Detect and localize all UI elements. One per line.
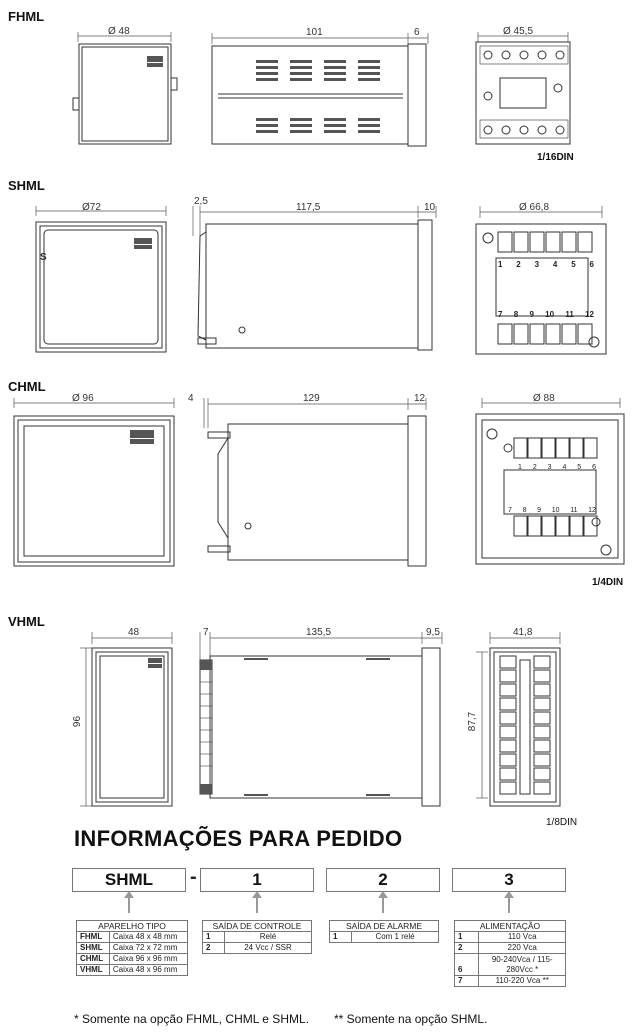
footnote-2: ** Somente na opção SHML. (334, 1012, 488, 1026)
din-label-vhml: 1/8DIN (546, 817, 578, 828)
dim-chml-side-front: 12 (414, 393, 426, 404)
order-code-model: SHML (72, 868, 186, 892)
chml-front-view (10, 398, 180, 573)
arrow-control (252, 891, 262, 913)
model-label-shml: SHML (8, 178, 45, 193)
model-label-vhml: VHML (8, 614, 45, 629)
dim-vhml-front-width: 48 (128, 627, 140, 638)
chml-side-view (198, 398, 438, 573)
arrow-power (504, 891, 514, 913)
chml-rear-view (470, 398, 630, 573)
shml-side-view (190, 206, 440, 361)
order-title: INFORMAÇÕES PARA PEDIDO (74, 826, 403, 851)
table-header: SAÍDA DE ALARME (329, 920, 439, 932)
footnote-1: * Somente na opção FHML, CHML e SHML. (74, 1012, 309, 1026)
shml-rear-view (470, 206, 610, 361)
dim-shml-front-width: Ø72 (82, 202, 101, 213)
dim-chml-front-width: Ø 96 (72, 393, 94, 404)
vhml-rear-view (476, 632, 566, 812)
table-header: ALIMENTAÇÃO (454, 920, 566, 932)
dim-shml-rear-width: Ø 66,8 (519, 202, 550, 213)
order-code-power: 3 (452, 868, 566, 892)
dim-shml-side-back: 2,5 (194, 196, 208, 207)
din-label-chml: 1/4DIN (592, 577, 624, 588)
dim-vhml-side-back: 7 (203, 627, 209, 638)
order-code-dash: - (190, 866, 197, 888)
shml-front-view (30, 206, 170, 361)
arrow-model (124, 891, 134, 913)
model-label-fhml: FHML (8, 9, 45, 24)
dim-fhml-side-length: 101 (306, 27, 323, 38)
din-label-fhml: 1/16DIN (537, 152, 574, 163)
dim-chml-rear-width: Ø 88 (533, 393, 555, 404)
dim-vhml-side-front: 9,5 (426, 627, 440, 638)
dim-shml-side-front: 10 (424, 202, 436, 213)
dim-fhml-front-width: Ø 48 (108, 26, 130, 37)
arrow-alarm (378, 891, 388, 913)
fhml-side-view (208, 30, 438, 150)
order-code-alarm: 2 (326, 868, 440, 892)
vhml-side-view (196, 632, 446, 812)
model-label-chml: CHML (8, 379, 46, 394)
dim-fhml-side-front: 6 (414, 27, 420, 38)
fhml-front-view (70, 30, 180, 150)
table-header: APARELHO TIPO (76, 920, 188, 932)
shml-front-mark: S (40, 252, 47, 263)
dim-fhml-rear-width: Ø 45,5 (503, 26, 534, 37)
dim-chml-side-back: 4 (188, 393, 194, 404)
order-code-control: 1 (200, 868, 314, 892)
fhml-rear-view (470, 30, 580, 150)
dim-vhml-side-length: 135,5 (306, 627, 332, 638)
dim-shml-side-length: 117,5 (296, 202, 321, 213)
vhml-front-view (80, 632, 180, 812)
dim-vhml-rear-width: 41,8 (513, 627, 533, 638)
dim-chml-side-length: 129 (303, 393, 320, 404)
table-header: SAÍDA DE CONTROLE (202, 920, 312, 932)
